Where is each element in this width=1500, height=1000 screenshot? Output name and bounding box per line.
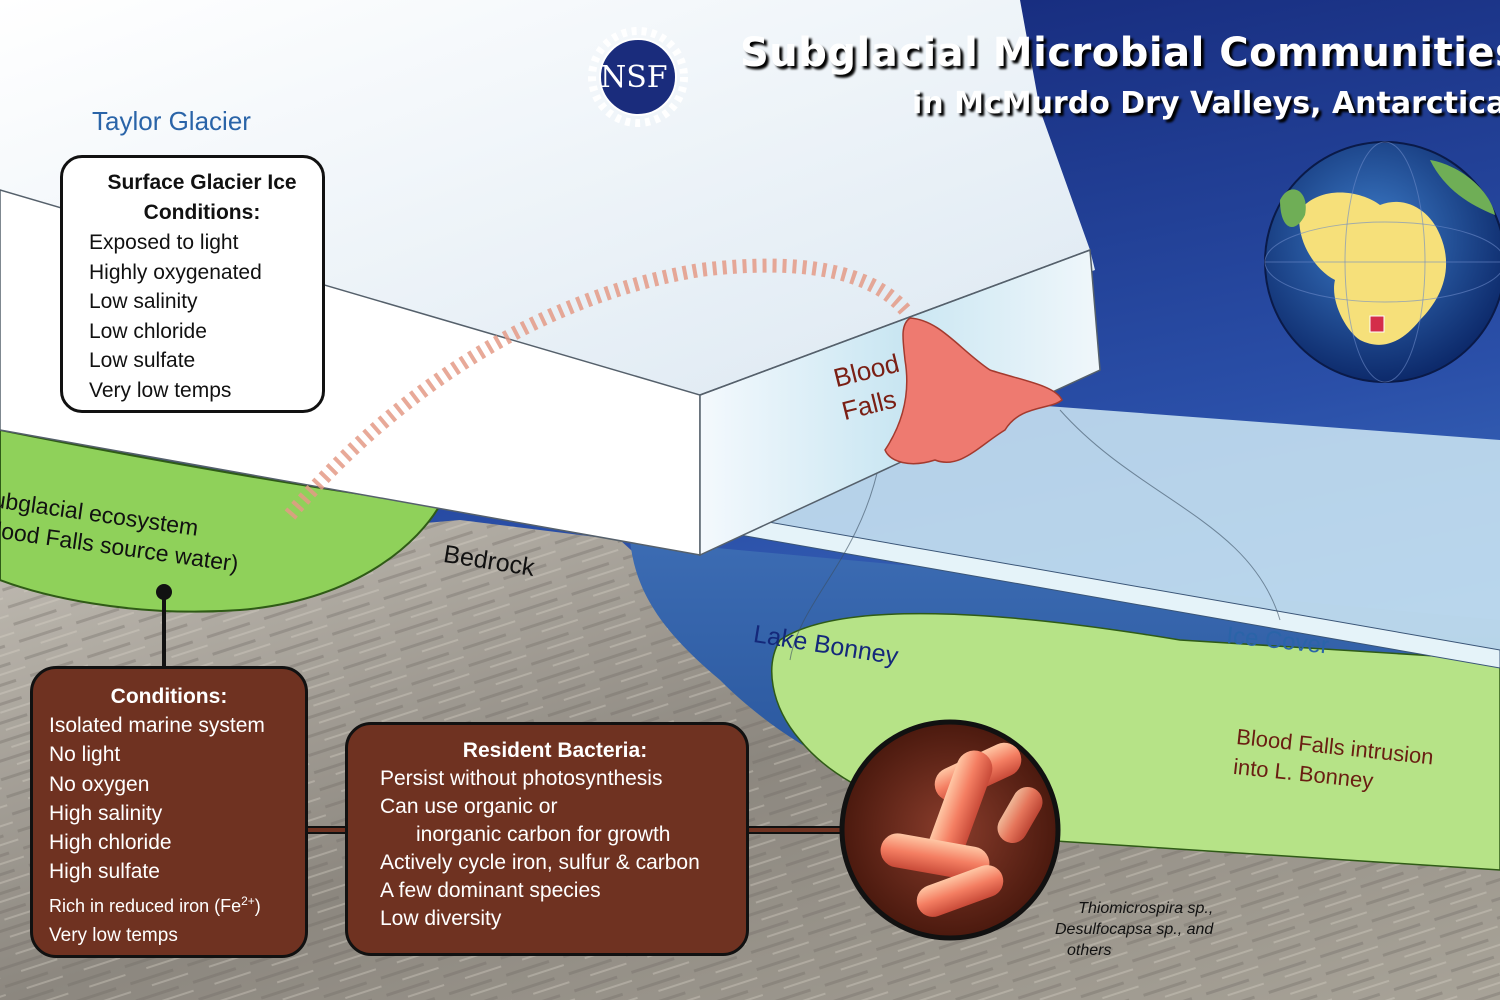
list-item: High chloride: [49, 831, 172, 855]
location-marker: [1369, 315, 1385, 333]
list-item: No oxygen: [49, 772, 150, 796]
surface-box-title: Surface Glacier Ice Conditions:: [107, 171, 297, 224]
conditions-box-list: Isolated marine system No light No oxyge…: [49, 711, 305, 950]
label-species-line2: Desulfocapsa sp., and: [1055, 921, 1214, 938]
nsf-logo-text: NSF: [600, 60, 668, 95]
list-item: No light: [49, 743, 121, 767]
label-species: Thiomicrospira sp., Desulfocapsa sp., an…: [1055, 898, 1213, 961]
nsf-logo: [588, 27, 688, 127]
bacteria-box-title: Resident Bacteria:: [462, 739, 648, 762]
resident-bacteria-box: Resident Bacteria: Persist without photo…: [345, 722, 749, 956]
blood-falls-plume: [884, 317, 1063, 465]
page-title: Subglacial Microbial Communities: [740, 30, 1500, 76]
list-item: Can use organic or: [380, 795, 558, 818]
list-item: Exposed to light: [89, 231, 239, 254]
list-item: A few dominant species: [380, 879, 601, 902]
list-item: Isolated marine system: [49, 714, 265, 737]
bacteria-magnified-circle: [839, 719, 1061, 941]
list-item: Highly oxygenated: [89, 260, 262, 284]
surface-box-list: Exposed to light Highly oxygenated Low s…: [89, 228, 322, 405]
iron-superscript: 2+: [241, 893, 255, 908]
list-item: High salinity: [49, 801, 163, 825]
subglacial-ecosystem-lens: [0, 428, 442, 613]
page-subtitle: in McMurdo Dry Valleys, Antarctica: [912, 86, 1500, 121]
list-item: Very low temps: [49, 925, 178, 947]
glacier-edge: [699, 249, 1091, 396]
lake-flow-outline: [789, 459, 881, 661]
list-item: Very low temps: [89, 378, 232, 402]
list-item: Low salinity: [89, 290, 198, 313]
glacier-top: [0, 0, 1090, 395]
lake-flow-outline-2: [1059, 409, 1281, 621]
subglacial-conditions-box: Conditions: Isolated marine system No li…: [30, 666, 308, 958]
conditions-box-title: Conditions:: [110, 685, 228, 708]
list-item: High sulfate: [49, 860, 160, 884]
list-item: Low chloride: [89, 319, 207, 343]
list-item: Low diversity: [380, 907, 502, 930]
list-item: Actively cycle iron, sulfur & carbon: [380, 851, 700, 874]
leader-dot: [156, 584, 172, 600]
iron-text: Rich in reduced iron (Fe: [49, 895, 242, 916]
iron-close: ): [254, 895, 261, 916]
surface-conditions-box: Surface Glacier Ice Conditions: Exposed …: [60, 155, 325, 413]
list-item: inorganic carbon for growth: [416, 823, 671, 846]
list-item: Low sulfate: [89, 349, 196, 372]
antarctica-globe: [1264, 141, 1500, 383]
label-species-line3: others: [1067, 942, 1112, 959]
list-item: Persist without photosynthesis: [380, 767, 663, 790]
label-species-line1: Thiomicrospira sp.,: [1078, 900, 1214, 917]
list-item-iron: Rich in reduced iron (Fe2+): [49, 887, 305, 921]
bacteria-box-list: Persist without photosynthesis Can use o…: [380, 765, 746, 933]
label-taylor-glacier: Taylor Glacier: [92, 106, 251, 136]
